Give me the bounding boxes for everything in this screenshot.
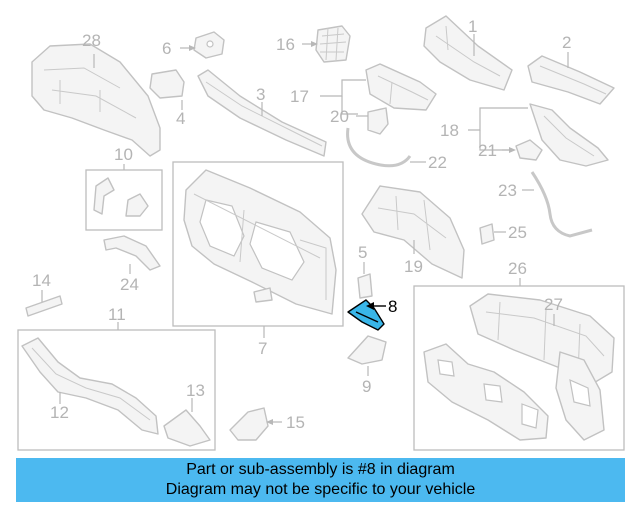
part-1: 1 <box>423 15 513 91</box>
callout-10: 10 <box>114 145 133 164</box>
part-28: 28 <box>31 31 161 157</box>
part-13: 13 <box>163 381 211 447</box>
part-15: 15 <box>229 407 305 441</box>
callout-4: 4 <box>176 109 185 128</box>
part-8: 8 <box>347 297 397 331</box>
part-27: 27 <box>544 295 563 326</box>
part-14: 14 <box>25 271 63 317</box>
part-23: 23 <box>498 171 593 238</box>
callout-27: 27 <box>544 295 563 314</box>
part-3: 3 <box>197 69 327 157</box>
callout-24: 24 <box>120 275 139 294</box>
callout-17: 17 <box>290 87 309 106</box>
callout-26: 26 <box>508 259 527 278</box>
part-24: 24 <box>103 235 161 294</box>
part-9: 9 <box>347 335 387 396</box>
part-7: 7 <box>172 161 344 358</box>
part-21: 21 <box>478 139 543 161</box>
callout-28: 28 <box>82 31 101 50</box>
part-26: 26 <box>413 259 625 451</box>
part-22: 22 <box>346 127 447 172</box>
callout-9: 9 <box>362 377 371 396</box>
callout-16: 16 <box>276 35 295 54</box>
callout-15: 15 <box>286 413 305 432</box>
callout-6: 6 <box>162 39 171 58</box>
callout-3: 3 <box>256 85 265 104</box>
part-6: 6 <box>162 31 225 59</box>
callout-20: 20 <box>330 107 349 126</box>
part-20: 20 <box>330 107 389 135</box>
callout-25: 25 <box>508 223 527 242</box>
callout-21: 21 <box>478 141 497 160</box>
callout-11: 11 <box>108 305 126 324</box>
banner-line-1: Part or sub-assembly is #8 in diagram <box>186 461 455 478</box>
part-18: 18 <box>440 103 609 167</box>
parts-diagram: 28 6 4 16 3 1 2 <box>17 15 625 451</box>
callout-8: 8 <box>388 297 397 316</box>
part-4: 4 <box>149 69 185 128</box>
callout-1: 1 <box>468 17 477 36</box>
callout-12: 12 <box>50 403 69 422</box>
callout-14: 14 <box>32 271 51 290</box>
info-banner: Part or sub-assembly is #8 in diagram Di… <box>16 458 625 502</box>
part-12: 12 <box>50 392 69 422</box>
part-11: 11 <box>17 305 216 451</box>
callout-22: 22 <box>428 153 447 172</box>
callout-7: 7 <box>258 339 267 358</box>
callout-5: 5 <box>358 243 367 262</box>
callout-2: 2 <box>562 33 571 52</box>
callout-19: 19 <box>404 257 423 276</box>
part-25: 25 <box>479 223 527 245</box>
part-5: 5 <box>357 243 373 299</box>
part-16: 16 <box>276 25 351 63</box>
callout-18: 18 <box>440 121 459 140</box>
part-2: 2 <box>527 33 615 105</box>
part-17: 17 <box>290 63 437 115</box>
callout-13: 13 <box>186 381 205 400</box>
banner-line-2: Diagram may not be specific to your vehi… <box>165 481 476 498</box>
part-10: 10 <box>85 145 163 231</box>
callout-23: 23 <box>498 181 517 200</box>
part-19: 19 <box>361 185 465 279</box>
